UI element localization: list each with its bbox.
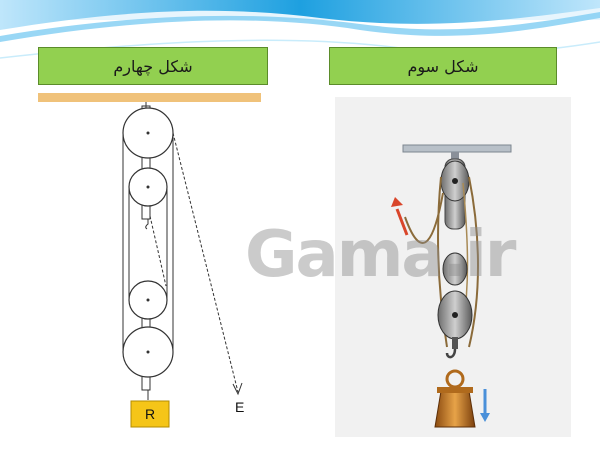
upper-block-frame xyxy=(141,105,151,220)
effort-rope xyxy=(172,132,239,393)
load-label: R xyxy=(145,406,155,422)
load-box xyxy=(130,400,170,428)
pulley-illustration xyxy=(335,97,571,437)
pull-arrow-shaft xyxy=(395,208,409,236)
pull-arrow-head xyxy=(391,197,403,207)
header-wave xyxy=(0,0,600,59)
pull-rope xyxy=(404,192,444,244)
gravity-arrow-head xyxy=(480,413,490,422)
upper-hook xyxy=(145,219,149,230)
ceiling-beam xyxy=(402,144,512,153)
effort-label: E xyxy=(235,399,244,415)
ceiling-bar xyxy=(38,93,261,102)
effort-arrow xyxy=(232,382,243,396)
hook xyxy=(445,348,457,359)
weight-ring xyxy=(445,369,465,389)
figure-three-title: شکل سوم xyxy=(329,47,557,85)
figure-four-title: شکل چهارم xyxy=(38,47,268,85)
weight-body xyxy=(434,390,476,428)
pulley-schematic-diagram: R E xyxy=(38,93,261,428)
lower-small-pulley-real xyxy=(442,252,468,286)
